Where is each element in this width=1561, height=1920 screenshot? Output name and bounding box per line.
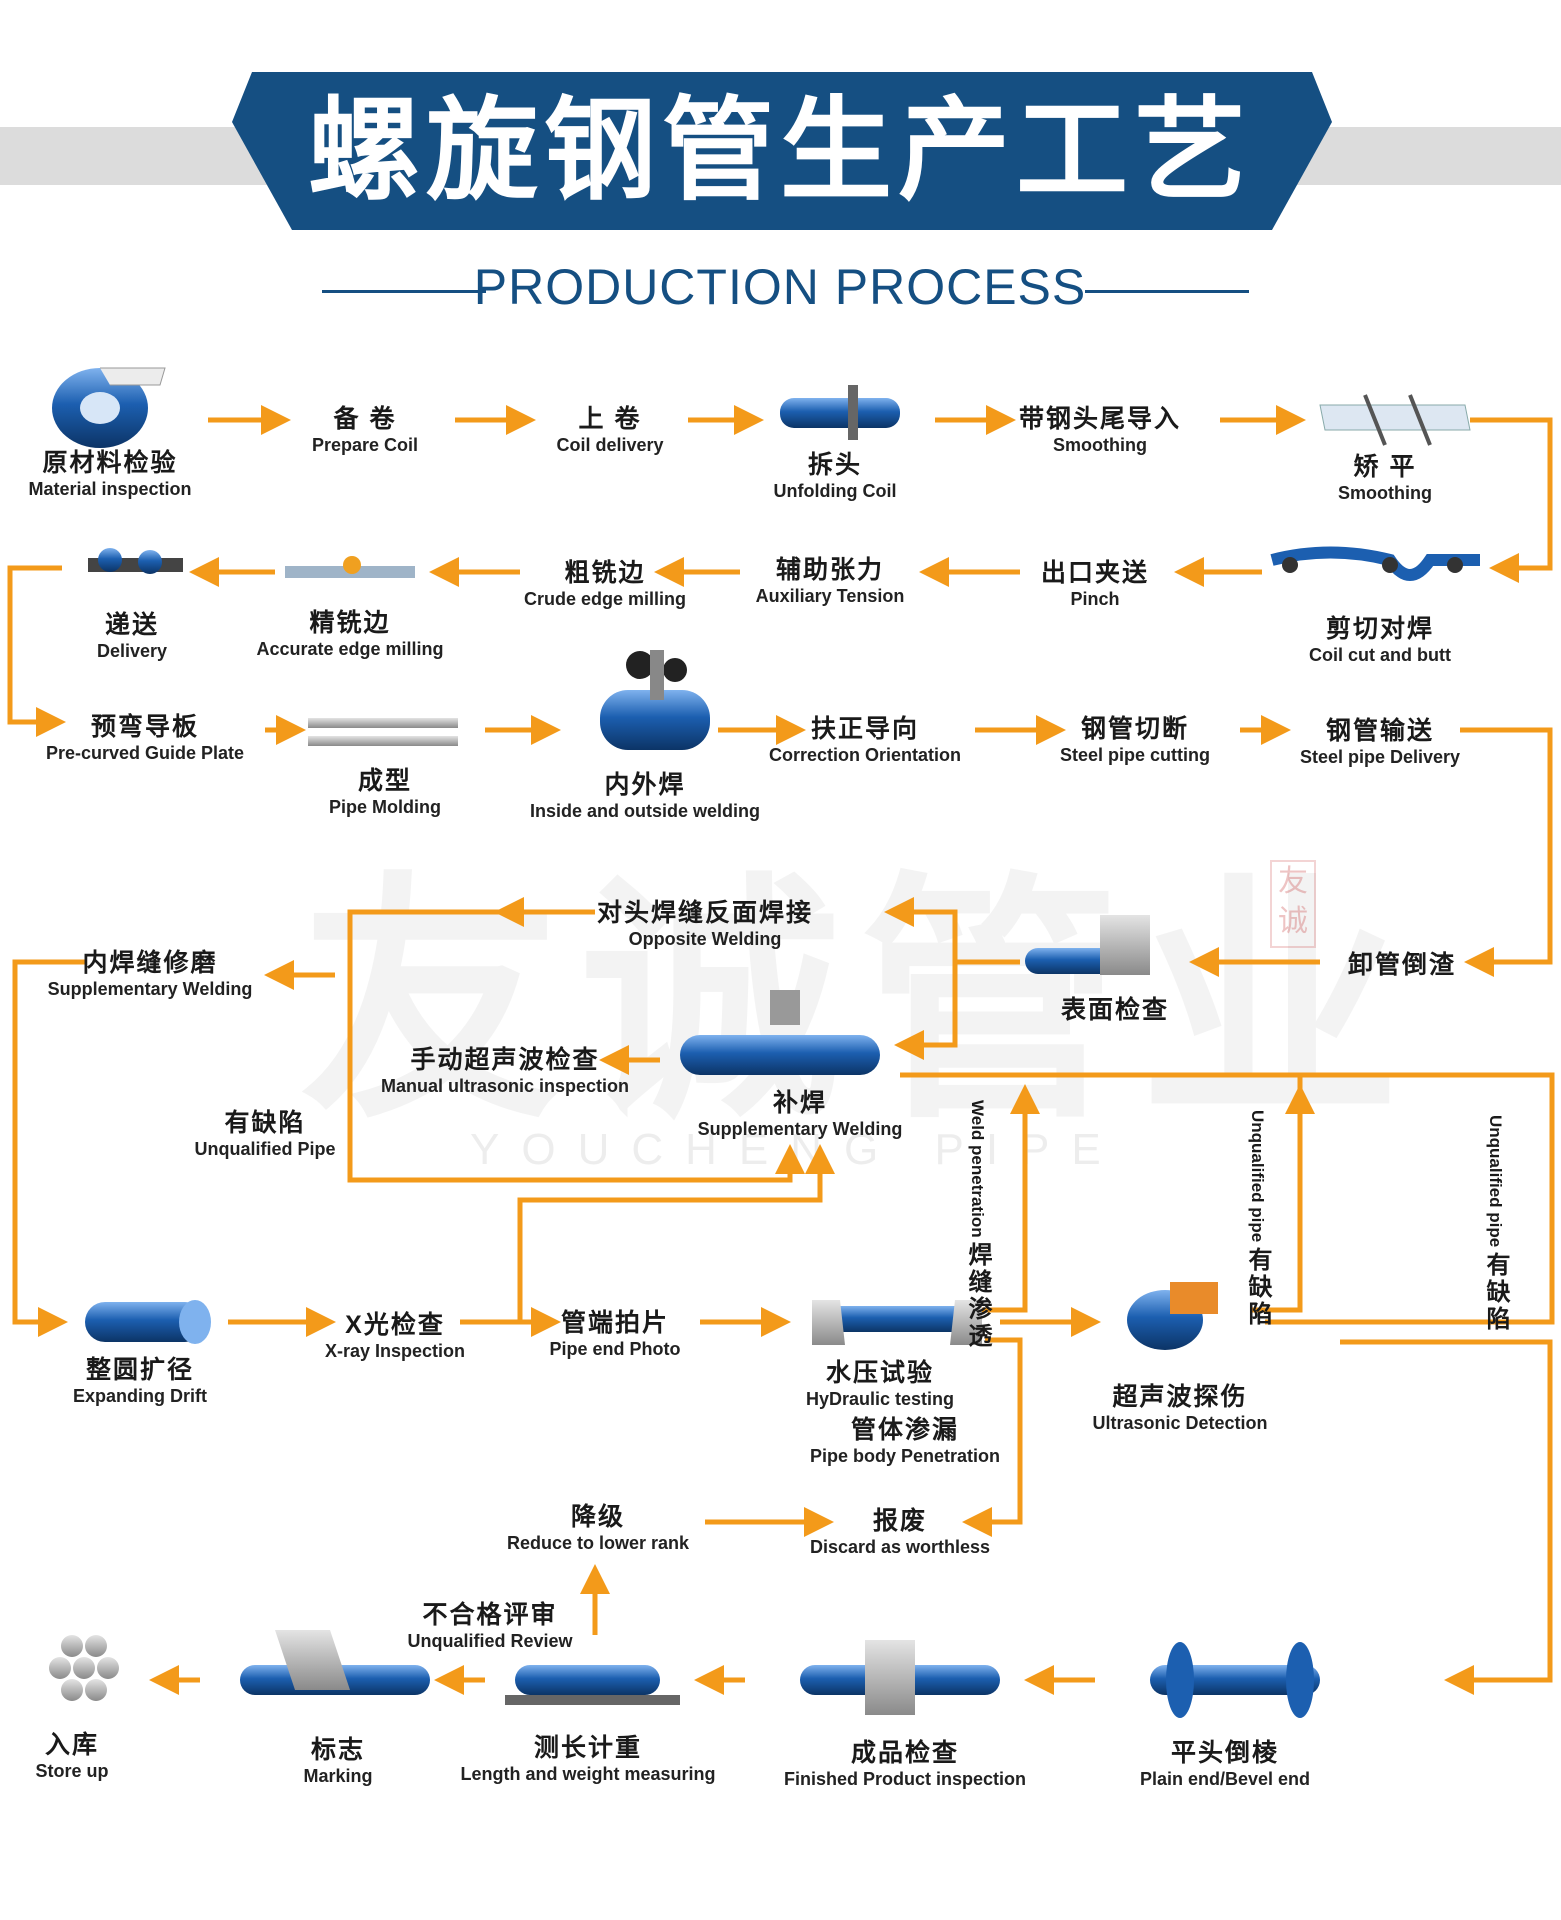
- finished-inspection-icon: [800, 1640, 1000, 1715]
- flow-arrows: [7, 405, 1555, 1695]
- length-weight-scale-icon: [505, 1665, 680, 1705]
- edge-mill-icon: [285, 556, 415, 578]
- coil-cut-machine-icon: [1270, 546, 1480, 581]
- subtitle-line-right: [1085, 290, 1249, 293]
- watermark-brand-zh: 友诚管业: [300, 858, 1420, 1148]
- page-subtitle: PRODUCTION PROCESS: [473, 259, 1087, 315]
- welding-machine-icon: [600, 650, 710, 750]
- watermark-seal: 友诚: [1270, 860, 1316, 948]
- unload-slag-surface-icon: [1025, 915, 1150, 975]
- step-unload-slag: 卸管倒渣: [1347, 951, 1457, 979]
- delivery-rollers-icon: [88, 548, 183, 574]
- subtitle-line-left: [322, 290, 486, 293]
- ultrasonic-detector-icon: [1127, 1282, 1218, 1350]
- page-title: 螺旋钢管生产工艺: [308, 88, 1252, 213]
- label-unqualified-pipe-right: Unqualified pipe 有缺陷: [1482, 1115, 1509, 1333]
- expanding-drift-icon: [85, 1300, 211, 1344]
- supplementary-weld-pipe-icon: [680, 990, 880, 1075]
- unfolding-machine-icon: [780, 385, 900, 440]
- label-unqualified-pipe-mid: Unqualified pipe 有缺陷: [1244, 1110, 1271, 1328]
- marking-machine-icon: [240, 1630, 430, 1695]
- bevel-end-machine-icon: [1150, 1642, 1320, 1718]
- label-weld-penetration: Weld penetration 焊缝渗透: [964, 1100, 991, 1351]
- pre-curved-guide-icon: [308, 718, 458, 746]
- coil-icon: [52, 367, 166, 448]
- hydraulic-tester-icon: [812, 1300, 982, 1345]
- title-banner: [232, 72, 1332, 230]
- store-bundle-icon: [49, 1635, 119, 1701]
- smoothing-roller-icon: [1319, 394, 1471, 446]
- step-surface-check: 表面检查: [1060, 996, 1170, 1024]
